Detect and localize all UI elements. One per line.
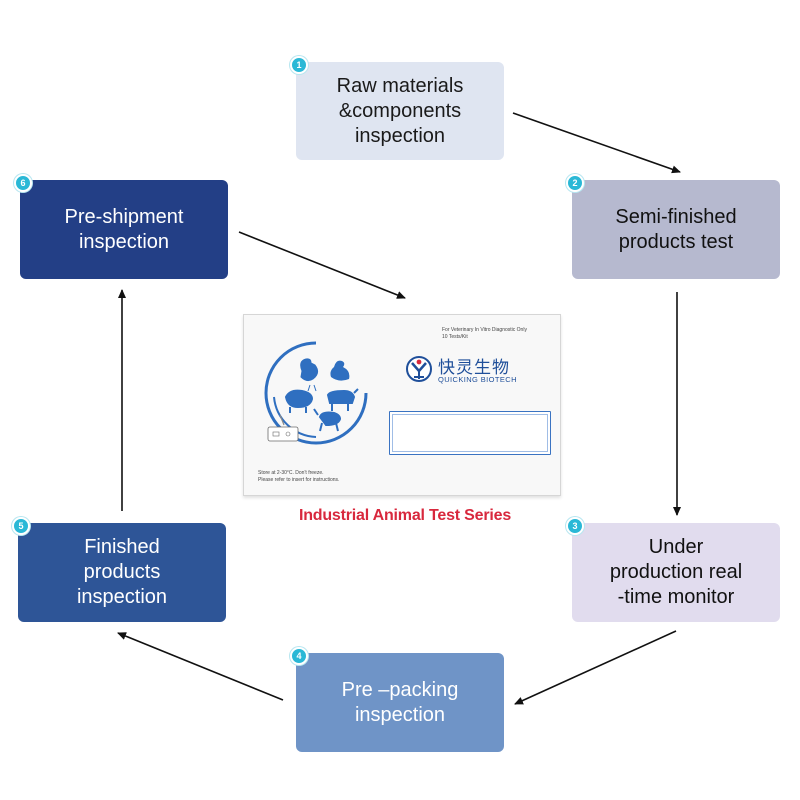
box-header-text: For Veterinary In Vitro Diagnostic Only … — [442, 327, 527, 340]
cow-icon — [326, 388, 359, 411]
step-pre-shipment-inspection: 6 Pre-shipment inspection — [14, 174, 228, 279]
pig-icon — [284, 389, 314, 413]
step-label: Under production real -time monitor — [609, 536, 743, 608]
step-number-badge: 4 — [290, 647, 308, 665]
step-number-badge: 3 — [566, 517, 584, 535]
duck-icon — [330, 360, 350, 381]
arrow-3-to-4 — [514, 630, 677, 705]
step-number-badge: 1 — [290, 56, 308, 74]
step-label: Semi-finished products test — [615, 205, 737, 253]
chicken-icon — [300, 358, 319, 392]
arrow-1-to-2 — [512, 112, 681, 174]
step-raw-materials-inspection: 1 Raw materials &components inspection — [290, 56, 504, 160]
brand-name-english: QUICKING BIOTECH — [438, 375, 517, 384]
step-number-badge: 6 — [14, 174, 32, 192]
step-label: Raw materials &components inspection — [336, 74, 464, 147]
arrow-4-to-5 — [117, 632, 284, 701]
step-production-monitor: 3 Under production real -time monitor — [566, 517, 780, 622]
step-label: Pre –packing inspection — [341, 678, 459, 726]
step-label: Finished products inspection — [76, 536, 168, 608]
step-number-badge: 2 — [566, 174, 584, 192]
arrow-6-to-product — [238, 231, 406, 299]
product-box-image: For Veterinary In Vitro Diagnostic Only … — [243, 314, 561, 496]
step-number-badge: 5 — [12, 517, 30, 535]
series-title: Industrial Animal Test Series — [298, 507, 512, 524]
test-cassette-icon — [267, 414, 299, 442]
step-semi-finished-products-test: 2 Semi-finished products test — [566, 174, 780, 279]
animal-illustration-icon — [264, 341, 368, 445]
goat-icon — [313, 408, 342, 432]
storage-note: Store at 2-30°C. Don't freeze. Please re… — [258, 470, 340, 483]
brand-name-chinese: 快灵生物 — [438, 358, 510, 378]
step-pre-packing-inspection: 4 Pre –packing inspection — [290, 647, 504, 752]
step-finished-products-inspection: 5 Finished products inspection — [12, 517, 226, 622]
step-label: Pre-shipment inspection — [64, 205, 184, 253]
quicking-logo-icon — [406, 356, 432, 382]
label-window — [389, 411, 551, 455]
